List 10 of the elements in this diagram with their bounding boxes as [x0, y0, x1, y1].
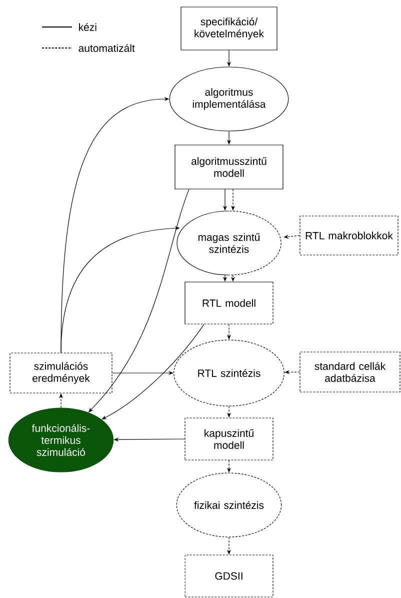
process-box: specifikáció/ követelmények [180, 6, 278, 50]
process-box: RTL modell [184, 282, 274, 324]
process-box: kapuszintű modell [184, 418, 274, 460]
legend-label: automatizált [78, 44, 135, 52]
process-box: RTL makroblokkok [300, 216, 398, 256]
process-box: GDSII [184, 554, 274, 598]
process-box: standard cellák adatbázisa [300, 352, 400, 392]
process-box: szimulációs eredmények [10, 352, 112, 394]
legend-label: kézi [79, 23, 96, 31]
process-box: algoritmusszintű modell [174, 144, 284, 190]
